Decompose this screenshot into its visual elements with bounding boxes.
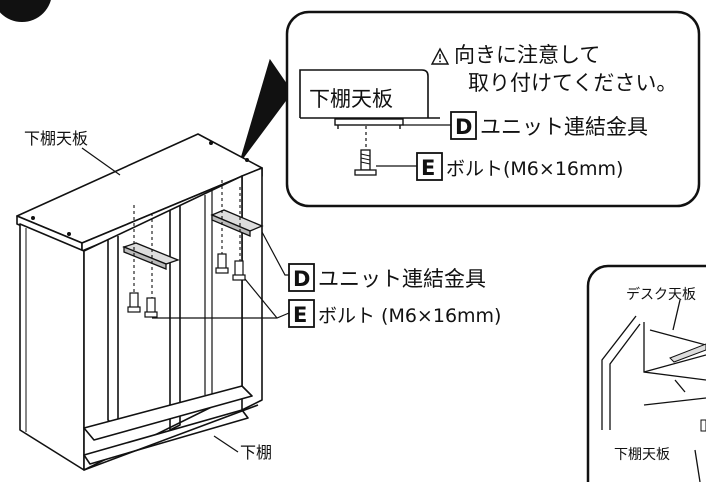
callout-part-e-name: ボルト(M6×16mm) bbox=[446, 158, 623, 180]
cabinet-bolt-guides bbox=[133, 180, 241, 298]
cabinet-top-holes bbox=[31, 141, 249, 236]
inset-box bbox=[586, 264, 706, 482]
inset-drawing bbox=[601, 299, 706, 482]
callout-part-d-letter: D bbox=[455, 115, 472, 139]
callout-part-e-letter: E bbox=[421, 156, 435, 180]
main-leaders bbox=[81, 147, 290, 453]
warning-triangle-icon bbox=[430, 47, 450, 65]
inset-bolt-icon bbox=[700, 419, 706, 432]
inset-lower-top-label: 下棚天板 bbox=[614, 447, 670, 463]
cabinet-drawing bbox=[16, 133, 263, 471]
inset-desk-top-label: デスク天板 bbox=[626, 286, 696, 303]
cabinet-bracket-d-left bbox=[122, 242, 180, 270]
main-part-d-name: ユニット連結金具 bbox=[318, 267, 486, 291]
main-part-e-name: ボルト (M6×16mm) bbox=[318, 305, 501, 327]
callout-part-d-box bbox=[450, 111, 477, 140]
callout-part-d-name: ユニット連結金具 bbox=[480, 115, 648, 139]
warning-text-line1: 向きに注意して bbox=[454, 43, 600, 67]
inset-bracket-icon bbox=[669, 343, 706, 363]
callout-bolt-e-icon bbox=[354, 149, 377, 176]
callout-part-e-box bbox=[416, 152, 443, 181]
warning-text-line2: 取り付けてください。 bbox=[468, 71, 677, 95]
main-part-d-letter: D bbox=[293, 267, 310, 291]
callout-pointer bbox=[239, 58, 293, 163]
callout-bracket-d bbox=[334, 118, 404, 129]
callout-top-panel bbox=[299, 69, 429, 118]
main-part-e-letter: E bbox=[293, 303, 307, 327]
main-part-e-box bbox=[288, 299, 315, 328]
callout-box bbox=[285, 10, 701, 208]
callout-top-panel-label: 下棚天板 bbox=[309, 87, 393, 111]
main-top-panel-label: 下棚天板 bbox=[24, 129, 88, 148]
cabinet-bolts-e bbox=[127, 253, 246, 318]
main-part-d-box bbox=[288, 263, 315, 292]
main-lower-shelf-label: 下棚 bbox=[240, 443, 272, 462]
step-number-circle bbox=[0, 0, 51, 22]
